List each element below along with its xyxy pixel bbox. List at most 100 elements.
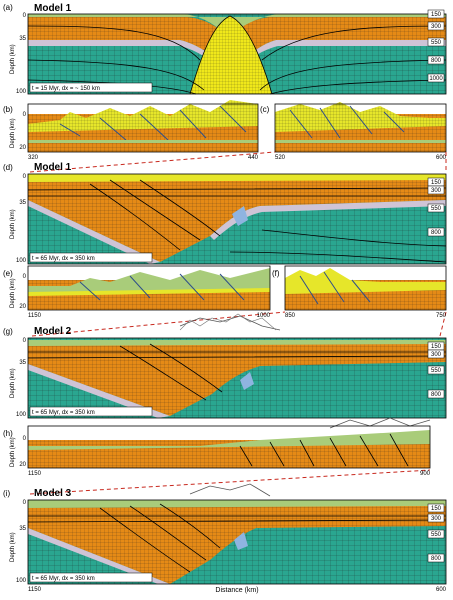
isotherm-label-box	[427, 55, 445, 65]
panel-title: Model 1	[34, 162, 72, 173]
zoom-guide-lines-i	[29, 469, 431, 495]
isotherm-label-box	[427, 349, 445, 359]
isotherm-label: 150	[431, 344, 442, 350]
y-tick-label: 0	[23, 436, 27, 442]
y-tick-label: 0	[23, 112, 27, 118]
panel-letter: (g)	[3, 327, 13, 336]
time-label-box	[29, 252, 153, 263]
panel-letter: (a)	[3, 3, 13, 12]
panel-letter: (c)	[260, 105, 270, 114]
isotherm-label: 1000	[429, 76, 443, 82]
y-axis-label: Depth (km)	[10, 44, 16, 74]
x-tick-label: 320	[28, 155, 39, 161]
panel-f	[284, 265, 447, 311]
y-tick-label: 0	[23, 174, 27, 180]
isotherm-label-box	[427, 365, 445, 375]
x-tick-label: 440	[248, 155, 259, 161]
y-axis-label: Depth (km)	[10, 437, 16, 467]
isotherm-label: 550	[431, 368, 442, 374]
panel-letter: (i)	[3, 489, 10, 498]
panel-b	[27, 100, 259, 153]
isotherm-label-box	[427, 227, 445, 237]
panel-title: Model 1	[34, 3, 72, 14]
x-tick-label: 600	[436, 155, 447, 161]
x-tick-label: 900	[420, 471, 431, 477]
isotherm-label-box	[427, 185, 445, 195]
panel-e	[27, 265, 271, 311]
isotherm-label-box	[427, 37, 445, 47]
isotherm-label-box	[427, 503, 445, 513]
time-label: t = 15 Myr, dx = ~ 150 km	[32, 86, 100, 92]
x-tick-label: 1150	[28, 313, 42, 319]
x-tick-label: 1150	[28, 587, 42, 593]
zoom-guide-lines-d	[29, 151, 447, 173]
panel-letter: (h)	[3, 429, 13, 438]
isotherm-label: 800	[431, 230, 442, 236]
y-tick-label: 100	[16, 89, 27, 95]
x-tick-label: 520	[275, 155, 286, 161]
isotherm-label-box	[427, 203, 445, 213]
y-tick-label: 0	[23, 500, 27, 506]
isotherm-label-box	[427, 21, 445, 31]
panel-h	[27, 417, 431, 469]
y-axis-label: Depth (km)	[10, 278, 16, 308]
panel-i	[27, 483, 447, 585]
y-tick-label: 20	[19, 462, 26, 468]
isotherm-label: 800	[431, 556, 442, 562]
isotherm-label: 300	[431, 516, 442, 522]
y-axis-label: Depth (km)	[10, 532, 16, 562]
annotation-layer: (a) Model 1 t = 15 Myr, dx = ~ 150 km Depth…	[3, 3, 447, 594]
time-label: t = 65 Myr, dx = 350 km	[32, 410, 95, 416]
panel-letter: (e)	[3, 269, 13, 278]
zoom-guide-lines-g	[31, 311, 447, 337]
y-axis-label: Depth (km)	[10, 209, 16, 239]
y-tick-label: 100	[16, 578, 27, 584]
isotherm-label: 300	[431, 24, 442, 30]
time-label: t = 65 Myr, dx = 350 km	[32, 256, 95, 262]
isotherm-label: 150	[431, 180, 442, 186]
isotherm-label-box	[427, 73, 445, 83]
isotherm-label: 550	[431, 40, 442, 46]
y-tick-label: 0	[23, 13, 27, 19]
isotherm-label: 150	[431, 12, 442, 18]
x-tick-label: 750	[436, 313, 447, 319]
time-label-box	[29, 82, 153, 93]
panel-letter: (d)	[3, 163, 13, 172]
y-tick-label: 35	[19, 360, 26, 366]
isotherm-label: 800	[431, 392, 442, 398]
y-tick-label: 0	[23, 338, 27, 344]
panel-letter: (b)	[3, 105, 13, 114]
y-tick-label: 35	[19, 526, 26, 532]
y-tick-label: 35	[19, 36, 26, 42]
panel-title: Model 3	[34, 488, 72, 499]
y-tick-label: 100	[16, 258, 27, 264]
panel-letter: (f)	[272, 269, 280, 278]
time-label-box	[29, 572, 153, 583]
isotherm-label: 550	[431, 206, 442, 212]
y-axis-label: Depth (km)	[10, 368, 16, 398]
y-tick-label: 100	[16, 412, 27, 418]
panel-a	[27, 13, 447, 95]
y-tick-label: 20	[19, 304, 26, 310]
x-tick-label: 1000	[257, 313, 271, 319]
isotherm-label-box	[427, 529, 445, 539]
time-label-box	[29, 406, 153, 417]
panel-title: Model 2	[34, 326, 72, 337]
isotherm-label: 300	[431, 188, 442, 194]
panel-g	[27, 313, 447, 419]
x-tick-label: 1150	[28, 471, 42, 477]
isotherm-label-box	[427, 9, 445, 19]
isotherm-label: 550	[431, 532, 442, 538]
y-axis-label: Depth (km)	[10, 118, 16, 148]
x-tick-label: 850	[285, 313, 296, 319]
isotherm-label-box	[427, 553, 445, 563]
x-axis-label: Distance (km)	[215, 587, 258, 594]
isotherm-label: 300	[431, 352, 442, 358]
panel-c	[274, 102, 447, 153]
isotherm-label: 800	[431, 58, 442, 64]
x-tick-label: 600	[436, 587, 447, 593]
time-label: t = 65 Myr, dx = 350 km	[32, 576, 95, 582]
y-tick-label: 0	[23, 274, 27, 280]
isotherm-label-box	[427, 389, 445, 399]
